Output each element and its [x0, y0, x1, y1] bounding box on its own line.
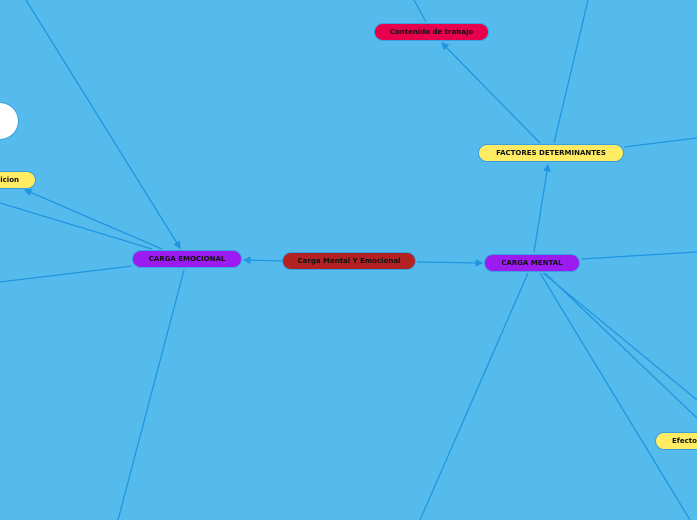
edge-central-emocional	[242, 256, 283, 265]
edge-central-mental	[416, 259, 484, 267]
edge-factores-contenido	[441, 42, 541, 144]
node-carga-mental[interactable]: CARGA MENTAL	[484, 254, 580, 272]
node-factores-determinantes[interactable]: FACTORES DETERMINANTES	[478, 144, 624, 162]
edge	[23, 188, 163, 250]
node-partial-left[interactable]: icion	[0, 171, 36, 189]
edge	[413, 0, 427, 23]
node-central-topic[interactable]: Carga Mental Y Emocional	[282, 252, 416, 270]
edge	[623, 137, 697, 148]
node-contenido-de-trabajo[interactable]: Contenido de trabajo	[374, 23, 489, 41]
edge	[0, 265, 133, 283]
edge	[539, 272, 691, 520]
edge	[580, 251, 697, 260]
edge	[419, 272, 529, 520]
edge	[553, 0, 589, 144]
edge	[544, 272, 697, 419]
edge	[542, 272, 697, 401]
node-partial-right[interactable]: Efecto	[655, 432, 697, 450]
edge-mental-factores	[533, 163, 551, 253]
edge	[117, 269, 185, 520]
edge	[0, 202, 153, 250]
edge	[25, 0, 181, 250]
node-carga-emocional[interactable]: CARGA EMOCIONAL	[132, 250, 242, 268]
